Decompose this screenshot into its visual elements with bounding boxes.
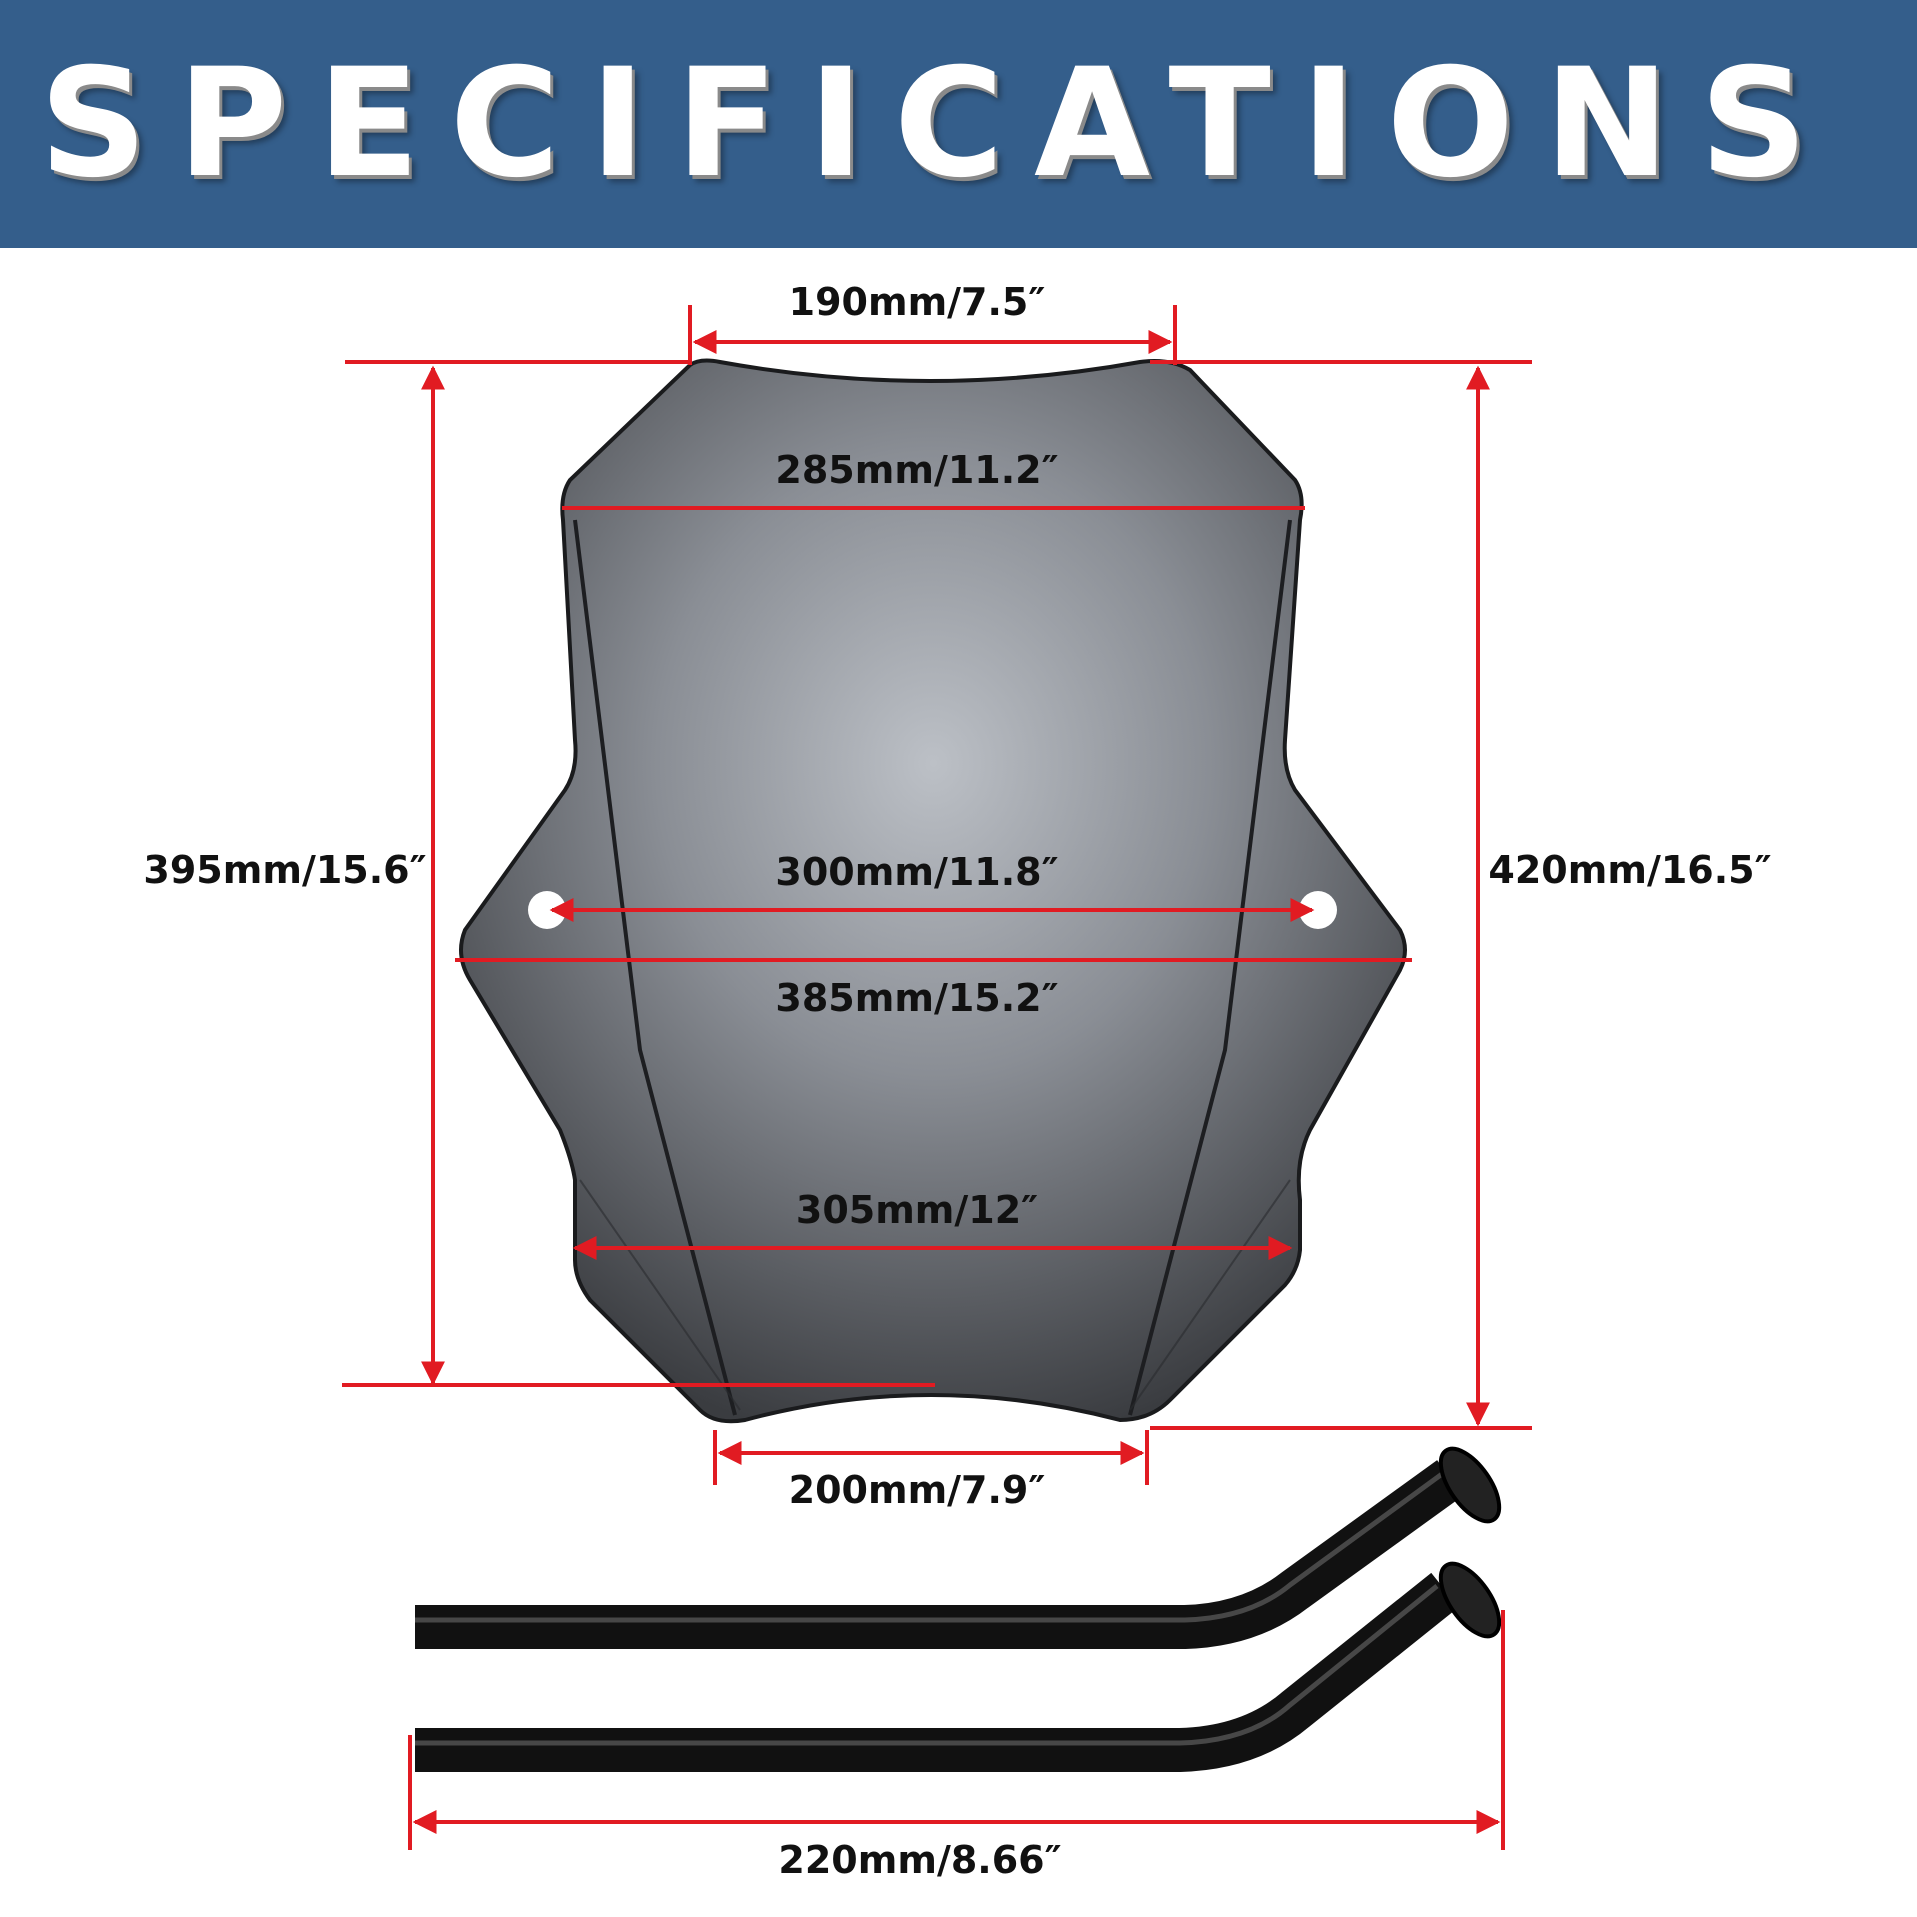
- label-top-width: 190mm/7.5″: [788, 280, 1046, 324]
- mounting-bracket: [415, 1446, 1502, 1772]
- label-right-height: 420mm/16.5″: [1488, 848, 1772, 892]
- dimension-lines: [342, 305, 1532, 1850]
- label-max-width: 385mm/15.2″: [775, 976, 1059, 1020]
- label-bracket-length: 220mm/8.66″: [778, 1838, 1062, 1882]
- label-lower-width: 305mm/12″: [795, 1188, 1039, 1232]
- header-banner: SPECIFICATIONS: [0, 0, 1917, 248]
- label-left-height: 395mm/15.6″: [143, 848, 427, 892]
- label-bottom-width: 200mm/7.9″: [788, 1468, 1046, 1512]
- page-title: SPECIFICATIONS: [39, 37, 1838, 211]
- windscreen-panel: [459, 358, 1407, 1424]
- label-hole-spacing: 300mm/11.8″: [775, 850, 1059, 894]
- label-upper-width: 285mm/11.2″: [775, 448, 1059, 492]
